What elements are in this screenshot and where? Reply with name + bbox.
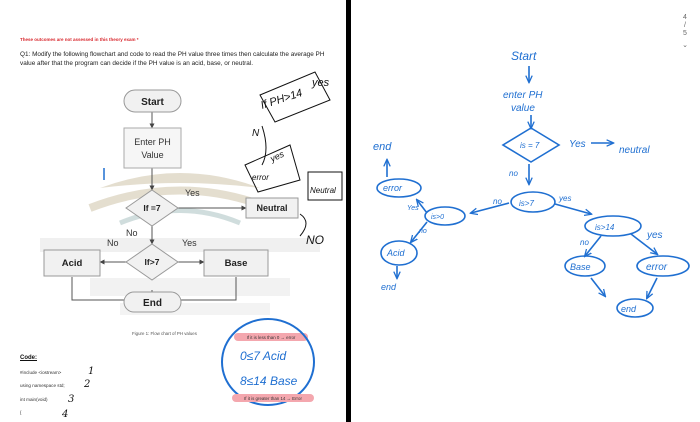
note-yes-gt: yes xyxy=(558,194,571,203)
note-error-right: error xyxy=(646,262,668,273)
no-label-2: No xyxy=(107,238,119,248)
end-terminal xyxy=(123,291,182,313)
code-line-4: { xyxy=(20,410,22,415)
note-yes-14: yes xyxy=(646,230,663,241)
code-line-2: using namespace std; xyxy=(20,383,65,388)
note-oval-gt-14 xyxy=(584,215,642,237)
blue-circle-annotation xyxy=(221,318,315,406)
note-cond-gt-0: is>0 xyxy=(431,214,444,221)
hand-base-range: 8≤14 Base xyxy=(240,374,298,388)
note-cond-eq-7: is = 7 xyxy=(520,141,540,150)
note-no-lt: no xyxy=(419,228,427,235)
page-indicator[interactable]: 4 / 5 ⌄ xyxy=(680,14,690,50)
note-oval-base xyxy=(564,255,606,277)
code-title: Code: xyxy=(20,355,37,361)
note-oval-gt-0 xyxy=(424,206,466,226)
acid-label: Acid xyxy=(62,258,83,269)
note-cond-gt-14: is>14 xyxy=(595,223,615,232)
exam-warning: These outcomes are not assessed in this … xyxy=(20,37,139,42)
note-start: Start xyxy=(511,49,537,63)
pink-note-less-than-0: If it is less than 0 → error xyxy=(247,335,296,340)
note-oval-gt-7 xyxy=(510,191,556,213)
hand-neutral: Neutral xyxy=(310,186,336,195)
note-no-gt: no xyxy=(493,197,502,206)
pink-highlight-1 xyxy=(234,333,308,341)
base-box xyxy=(203,249,269,277)
note-enter-ph: enter PH xyxy=(503,90,543,101)
no-label-1: No xyxy=(126,228,138,238)
exam-document-page: These outcomes are not assessed in this … xyxy=(0,0,346,422)
handwritten-annotations-black xyxy=(244,71,343,237)
start-label: Start xyxy=(141,97,164,108)
neutral-label: Neutral xyxy=(256,203,287,213)
ph-flowchart: Start Enter PH Value If =7 Yes No Neutra… xyxy=(43,71,343,406)
note-base: Base xyxy=(570,262,591,272)
note-diamond-eq-7 xyxy=(501,127,561,163)
page-separator: / xyxy=(684,22,686,29)
hand-n: N xyxy=(252,128,260,139)
yes-label-2: Yes xyxy=(182,238,197,248)
note-error-left: error xyxy=(383,183,403,193)
base-label: Base xyxy=(225,258,248,269)
note-no-14: no xyxy=(580,238,589,247)
input-label-line2: Value xyxy=(141,150,163,160)
input-label-line1: Enter PH xyxy=(134,137,171,147)
hand-line-number-3: 3 xyxy=(68,394,75,405)
decision-equal-7-label: If =7 xyxy=(143,203,161,213)
acid-box xyxy=(43,249,101,277)
chevron-down-icon[interactable]: ⌄ xyxy=(682,42,688,49)
yes-label-1: Yes xyxy=(185,188,200,198)
note-end-right: end xyxy=(621,304,637,314)
hand-line-number-1: 1 xyxy=(88,366,95,377)
decision-equal-7 xyxy=(125,189,179,227)
pink-highlight-2 xyxy=(232,394,314,402)
hand-line-number-2: 2 xyxy=(84,379,91,390)
hand-if-ph-gt-14: If PH>14 xyxy=(259,87,304,112)
handwritten-notes-pane[interactable]: Start enter PH value is = 7 Yes neutral … xyxy=(351,0,700,422)
end-label: End xyxy=(143,298,162,309)
hand-acid-range: 0≤7 Acid xyxy=(240,349,286,363)
pink-note-greater-14: If it is greater than 14 → Error xyxy=(244,396,302,401)
decision-greater-7 xyxy=(125,243,179,281)
note-value: value xyxy=(511,103,535,114)
page-total: 5 xyxy=(683,30,687,37)
figure-caption: Figure 1: Flow chart of PH values xyxy=(132,331,198,336)
handwritten-flowchart: Start enter PH value is = 7 Yes neutral … xyxy=(373,49,690,318)
note-cond-gt-7: is>7 xyxy=(519,199,534,208)
pane-divider[interactable] xyxy=(346,0,351,422)
hand-no: NO xyxy=(306,233,324,247)
code-line-1: #include <iostream> xyxy=(20,370,62,375)
note-acid: Acid xyxy=(386,248,406,258)
note-oval-end-right xyxy=(616,298,654,318)
note-yes-lt: Yes xyxy=(407,205,419,212)
input-box xyxy=(123,127,182,169)
start-terminal xyxy=(123,89,182,113)
hand-error: error xyxy=(252,173,269,182)
note-oval-acid xyxy=(380,240,418,266)
note-oval-error-left xyxy=(376,178,422,198)
note-end-acid: end xyxy=(381,282,397,292)
hand-yes-mid: yes xyxy=(268,149,286,165)
note-end-left: end xyxy=(373,141,392,153)
page-current: 4 xyxy=(683,14,687,21)
neutral-box xyxy=(245,197,299,219)
hand-yes-top: yes xyxy=(311,77,330,89)
note-neutral: neutral xyxy=(619,145,650,156)
code-line-3: int main(void) xyxy=(20,397,48,402)
hand-line-number-4: 4 xyxy=(62,409,69,420)
note-yes-eq: Yes xyxy=(569,139,586,150)
decision-greater-7-label: If>7 xyxy=(145,257,160,267)
question-text: Q1: Modify the following flowchart and c… xyxy=(20,51,325,67)
note-oval-error-right xyxy=(636,255,690,277)
note-no-eq: no xyxy=(509,169,518,178)
